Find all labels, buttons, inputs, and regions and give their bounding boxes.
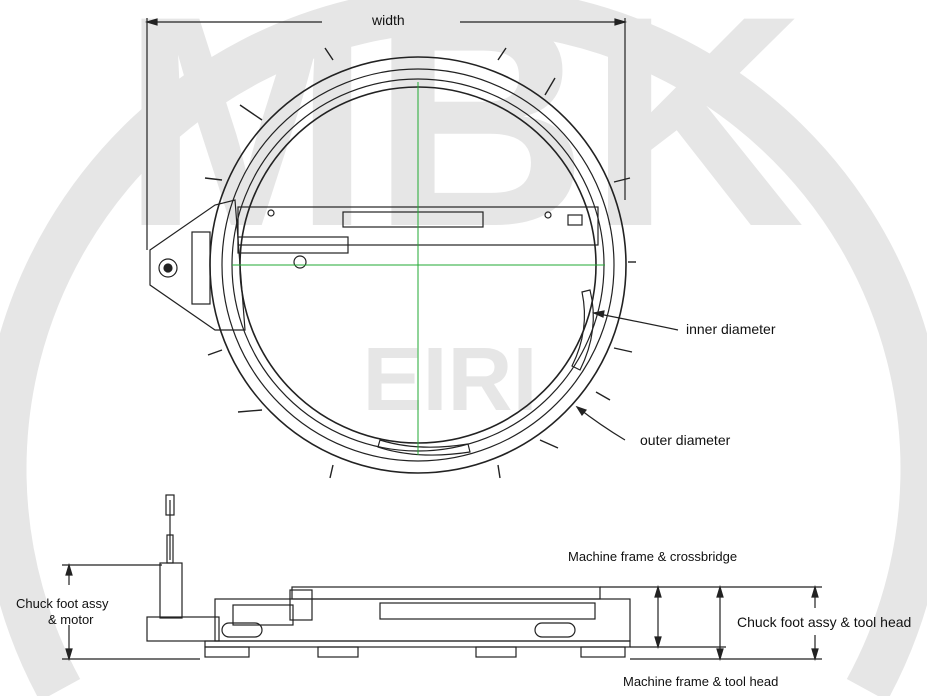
left-chuck-frame — [149, 199, 246, 331]
width-arrow-right — [614, 18, 628, 26]
dim-frame-crossbridge-arrow-top — [654, 584, 662, 598]
frame-crossbridge-label: Machine frame & crossbridge — [568, 549, 738, 564]
width-arrow-left — [144, 18, 158, 26]
outer-ring-inner — [221, 68, 615, 462]
bottom-cover-segment — [377, 439, 471, 456]
dim-frame-crossbridge-arrow-bottom — [654, 636, 662, 650]
inner-diameter-leader — [593, 312, 679, 331]
roller-right — [534, 622, 576, 638]
crossbridge-bolt-1 — [267, 209, 275, 217]
dim-chuck-tool-head-arrow-top — [811, 584, 819, 598]
machine-frame-top — [291, 586, 601, 600]
tool-head-side — [289, 589, 313, 621]
chuck-foot-base — [146, 616, 220, 642]
motor-body — [159, 562, 183, 619]
centerlines — [232, 82, 605, 455]
feet — [204, 646, 626, 658]
crossbridge-slot — [567, 214, 583, 226]
watermark-brand-text: MBK — [121, 0, 804, 289]
motor-hub — [158, 258, 178, 278]
outer-diameter-arrow — [575, 405, 588, 417]
chuck-foot-tool-head-label: Chuck foot assy & tool head — [737, 614, 912, 630]
dim-chuck-tool-head-arrow-bottom — [811, 648, 819, 662]
frame-inner-bar — [379, 602, 596, 620]
dim-chuck-motor-arrow-bottom — [65, 648, 73, 662]
dim-chuck-motor-arrow-top — [65, 562, 73, 576]
machine-frame-base — [204, 640, 631, 648]
crossbridge-lower-plate — [237, 236, 349, 254]
roller-left — [221, 622, 263, 638]
crossbridge-knob — [293, 255, 307, 269]
motor-mount-block — [191, 231, 211, 305]
crossbridge-bolt-2 — [544, 211, 552, 219]
crossbridge-label-plate — [342, 211, 484, 228]
dim-frame-tool-head-arrow-top — [716, 584, 724, 598]
dim-frame-tool-head-arrow-bottom — [716, 648, 724, 662]
outer-diameter-label: outer diameter — [640, 432, 731, 448]
crossbridge-side — [232, 604, 294, 626]
width-label: width — [372, 12, 405, 28]
right-cover-segment — [571, 289, 594, 371]
motor-handle — [165, 494, 175, 516]
inner-diameter-arrow — [592, 310, 605, 318]
watermark-center-text: EIRI — [362, 330, 537, 430]
clamp-lugs — [204, 47, 636, 479]
inner-diameter-label: inner diameter — [686, 321, 776, 337]
chuck-foot-motor-label-line1: Chuck foot assy — [16, 596, 109, 611]
motor-hub-inner — [163, 263, 173, 273]
side-view — [62, 494, 822, 662]
chuck-foot-motor-label-line2: & motor — [48, 612, 94, 627]
frame-tool-head-label: Machine frame & tool head — [623, 674, 779, 689]
